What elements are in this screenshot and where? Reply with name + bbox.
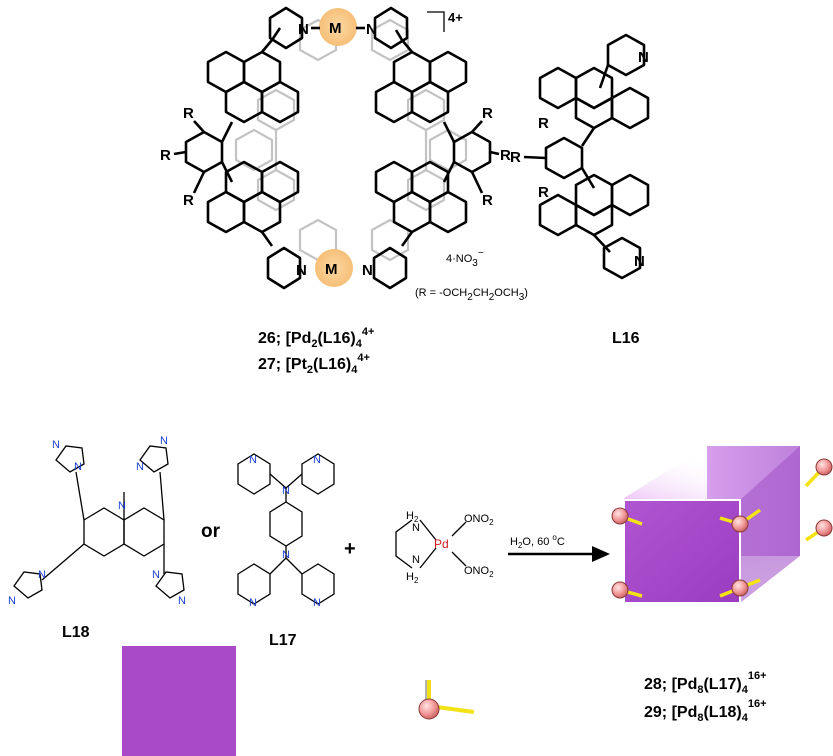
- r-definition: (R = -OCH2CH2OCH3): [415, 287, 528, 303]
- r-group: R: [500, 147, 511, 164]
- ligand-l16: N R R R N: [510, 33, 650, 280]
- or-text: or: [201, 521, 221, 542]
- metal-symbol-top: M: [329, 20, 342, 37]
- r-group: R: [538, 184, 549, 201]
- compound-label-28: 28; [Pd8(L17)416+: [644, 670, 767, 696]
- n-atom: N: [412, 554, 420, 566]
- n-atom: N: [313, 597, 321, 609]
- n-atom: N: [296, 262, 307, 279]
- n-atom: N: [366, 21, 377, 38]
- ono2-top: ONO2: [464, 513, 494, 527]
- cube-product: [611, 446, 833, 604]
- ligand-label-l18: L18: [62, 624, 90, 641]
- counter-ion: 4·NO3−: [446, 248, 484, 269]
- n-atom: N: [8, 595, 16, 607]
- right-front-ligand: [374, 29, 492, 247]
- metal-symbol-bottom: M: [325, 261, 338, 278]
- plus-text: +: [344, 538, 356, 560]
- pd-atom: Pd: [434, 537, 449, 551]
- legend-ligand-square: [122, 646, 236, 756]
- n-atom: N: [178, 595, 186, 607]
- pd-en-complex: H2 N N H2 Pd ONO2 ONO2: [395, 510, 494, 585]
- n-atom: N: [152, 569, 160, 581]
- r-group: R: [183, 105, 194, 122]
- nh2-top: H2: [406, 510, 419, 524]
- ligand-label-l17: L17: [269, 632, 297, 649]
- n-atom: N: [634, 253, 645, 270]
- ligand-l18: N N N N N N N N N: [8, 435, 186, 607]
- r-group: R: [482, 192, 493, 209]
- ligand-label-l16: L16: [612, 330, 640, 347]
- metal-node-bottom: [315, 249, 353, 287]
- n-atom: N: [118, 500, 126, 512]
- ligand-l17: N N N N N N: [237, 453, 335, 609]
- cage-structure: M N N M N N: [160, 6, 528, 303]
- nh2-bottom: H2: [406, 571, 419, 585]
- n-atom: N: [362, 262, 373, 279]
- cube-vertices: [611, 458, 833, 599]
- n-atom: N: [38, 569, 46, 581]
- n-atom: N: [136, 461, 144, 473]
- r-group: R: [183, 192, 194, 209]
- charge-bracket: 4+: [427, 10, 463, 32]
- n-atom: N: [249, 454, 257, 466]
- r-group: R: [482, 105, 493, 122]
- n-atom: N: [638, 49, 649, 66]
- ono2-bottom: ONO2: [464, 565, 494, 579]
- metal-node-top: [319, 8, 357, 46]
- n-atom: N: [313, 454, 321, 466]
- compound-label-27: 27; [Pt2(L16)44+: [258, 352, 370, 376]
- n-atom: N: [52, 439, 60, 451]
- compound-label-26: 26; [Pd2(L16)44+: [258, 326, 374, 350]
- n-atom: N: [412, 522, 420, 534]
- reaction-conditions: H2O, 60 oC: [510, 533, 565, 550]
- n-atom: N: [298, 21, 309, 38]
- r-group: R: [538, 115, 549, 132]
- r-group: R: [510, 149, 521, 166]
- n-atom: N: [74, 461, 82, 473]
- n-atom: N: [249, 597, 257, 609]
- n-atom: N: [160, 435, 168, 447]
- n-atom: N: [282, 549, 290, 561]
- compound-label-29: 29; [Pd8(L18)416+: [644, 698, 767, 724]
- cage-substituents: R R R R R R: [160, 105, 511, 209]
- reaction-arrow: H2O, 60 oC: [508, 533, 610, 562]
- left-front-ligand: [184, 27, 300, 247]
- cage-charge: 4+: [448, 10, 463, 25]
- bottom-metal-center: M N N: [266, 246, 408, 290]
- top-metal-center: M N N: [268, 6, 409, 50]
- r-group: R: [160, 147, 171, 164]
- legend-pd-corner: [418, 680, 475, 720]
- n-atom: N: [282, 485, 290, 497]
